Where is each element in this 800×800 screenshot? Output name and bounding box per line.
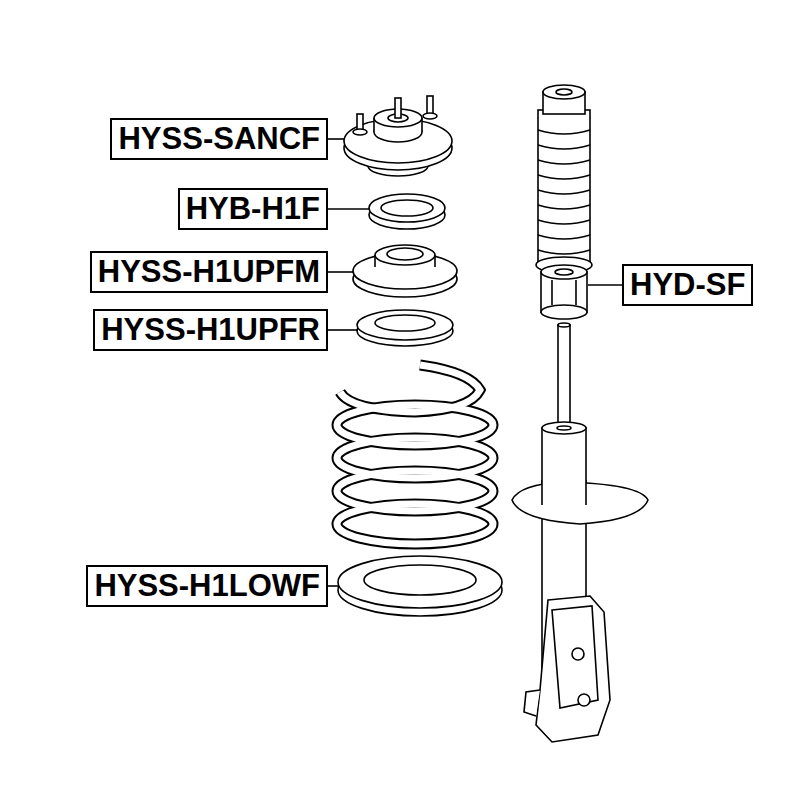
spring-pad — [357, 310, 453, 346]
line-art — [328, 329, 357, 331]
top-mount — [344, 96, 452, 176]
line-art — [328, 208, 369, 210]
part-number: HYSS-SANCF — [118, 121, 320, 157]
upper-spring-seat — [353, 245, 457, 297]
line-art — [337, 365, 493, 544]
line-art — [541, 305, 587, 319]
line-art — [541, 265, 587, 279]
line-art — [538, 130, 590, 254]
part-number-box: HYSS-SANCF — [110, 118, 328, 160]
line-art — [557, 426, 571, 430]
line-art — [556, 89, 572, 95]
part-number: HYSS-H1LOWF — [94, 568, 320, 604]
line-art — [585, 480, 587, 505]
line-art — [524, 690, 540, 716]
lower-spring-seat — [338, 556, 502, 616]
line-art — [328, 585, 339, 587]
line-art — [536, 596, 610, 742]
part-number: HYB-H1F — [186, 191, 320, 227]
line-art — [575, 280, 577, 305]
part-number: HYSS-H1UPFM — [98, 254, 320, 290]
part-number-box: HYB-H1F — [178, 188, 328, 230]
line-art — [542, 422, 586, 434]
line-art — [364, 565, 476, 595]
line-art — [552, 606, 598, 708]
line-art — [423, 113, 437, 119]
line-art — [338, 556, 502, 608]
line-art — [337, 504, 493, 544]
line-art — [337, 365, 493, 544]
line-art — [558, 323, 570, 327]
line-art — [357, 310, 453, 340]
line-art — [369, 194, 445, 222]
line-art — [572, 648, 584, 660]
line-art — [541, 480, 543, 505]
line-art — [328, 271, 353, 273]
line-art — [588, 284, 622, 286]
part-number-box: HYSS-H1UPFR — [93, 309, 328, 351]
line-art — [543, 85, 585, 99]
line-art — [558, 325, 570, 430]
part-number-box: HYSS-H1LOWF — [86, 565, 328, 607]
line-art — [381, 200, 433, 216]
line-art — [387, 248, 423, 260]
line-art — [353, 129, 367, 135]
line-art — [538, 110, 590, 265]
part-number: HYSS-H1UPFR — [101, 312, 320, 348]
part-number-box: HYD-SF — [622, 264, 753, 306]
dust-boot — [536, 85, 592, 273]
strut-assembly — [512, 323, 648, 742]
line-art — [578, 694, 590, 706]
part-number-box: HYSS-H1UPFM — [90, 251, 328, 293]
part-number: HYD-SF — [630, 267, 745, 303]
line-art — [375, 245, 435, 265]
bump-stop — [541, 265, 587, 319]
line-art — [542, 480, 586, 508]
line-art — [555, 269, 573, 275]
line-art — [375, 315, 435, 331]
line-art — [551, 280, 553, 305]
coil-spring — [337, 365, 493, 544]
line-art — [395, 98, 401, 118]
bearing — [369, 194, 445, 229]
